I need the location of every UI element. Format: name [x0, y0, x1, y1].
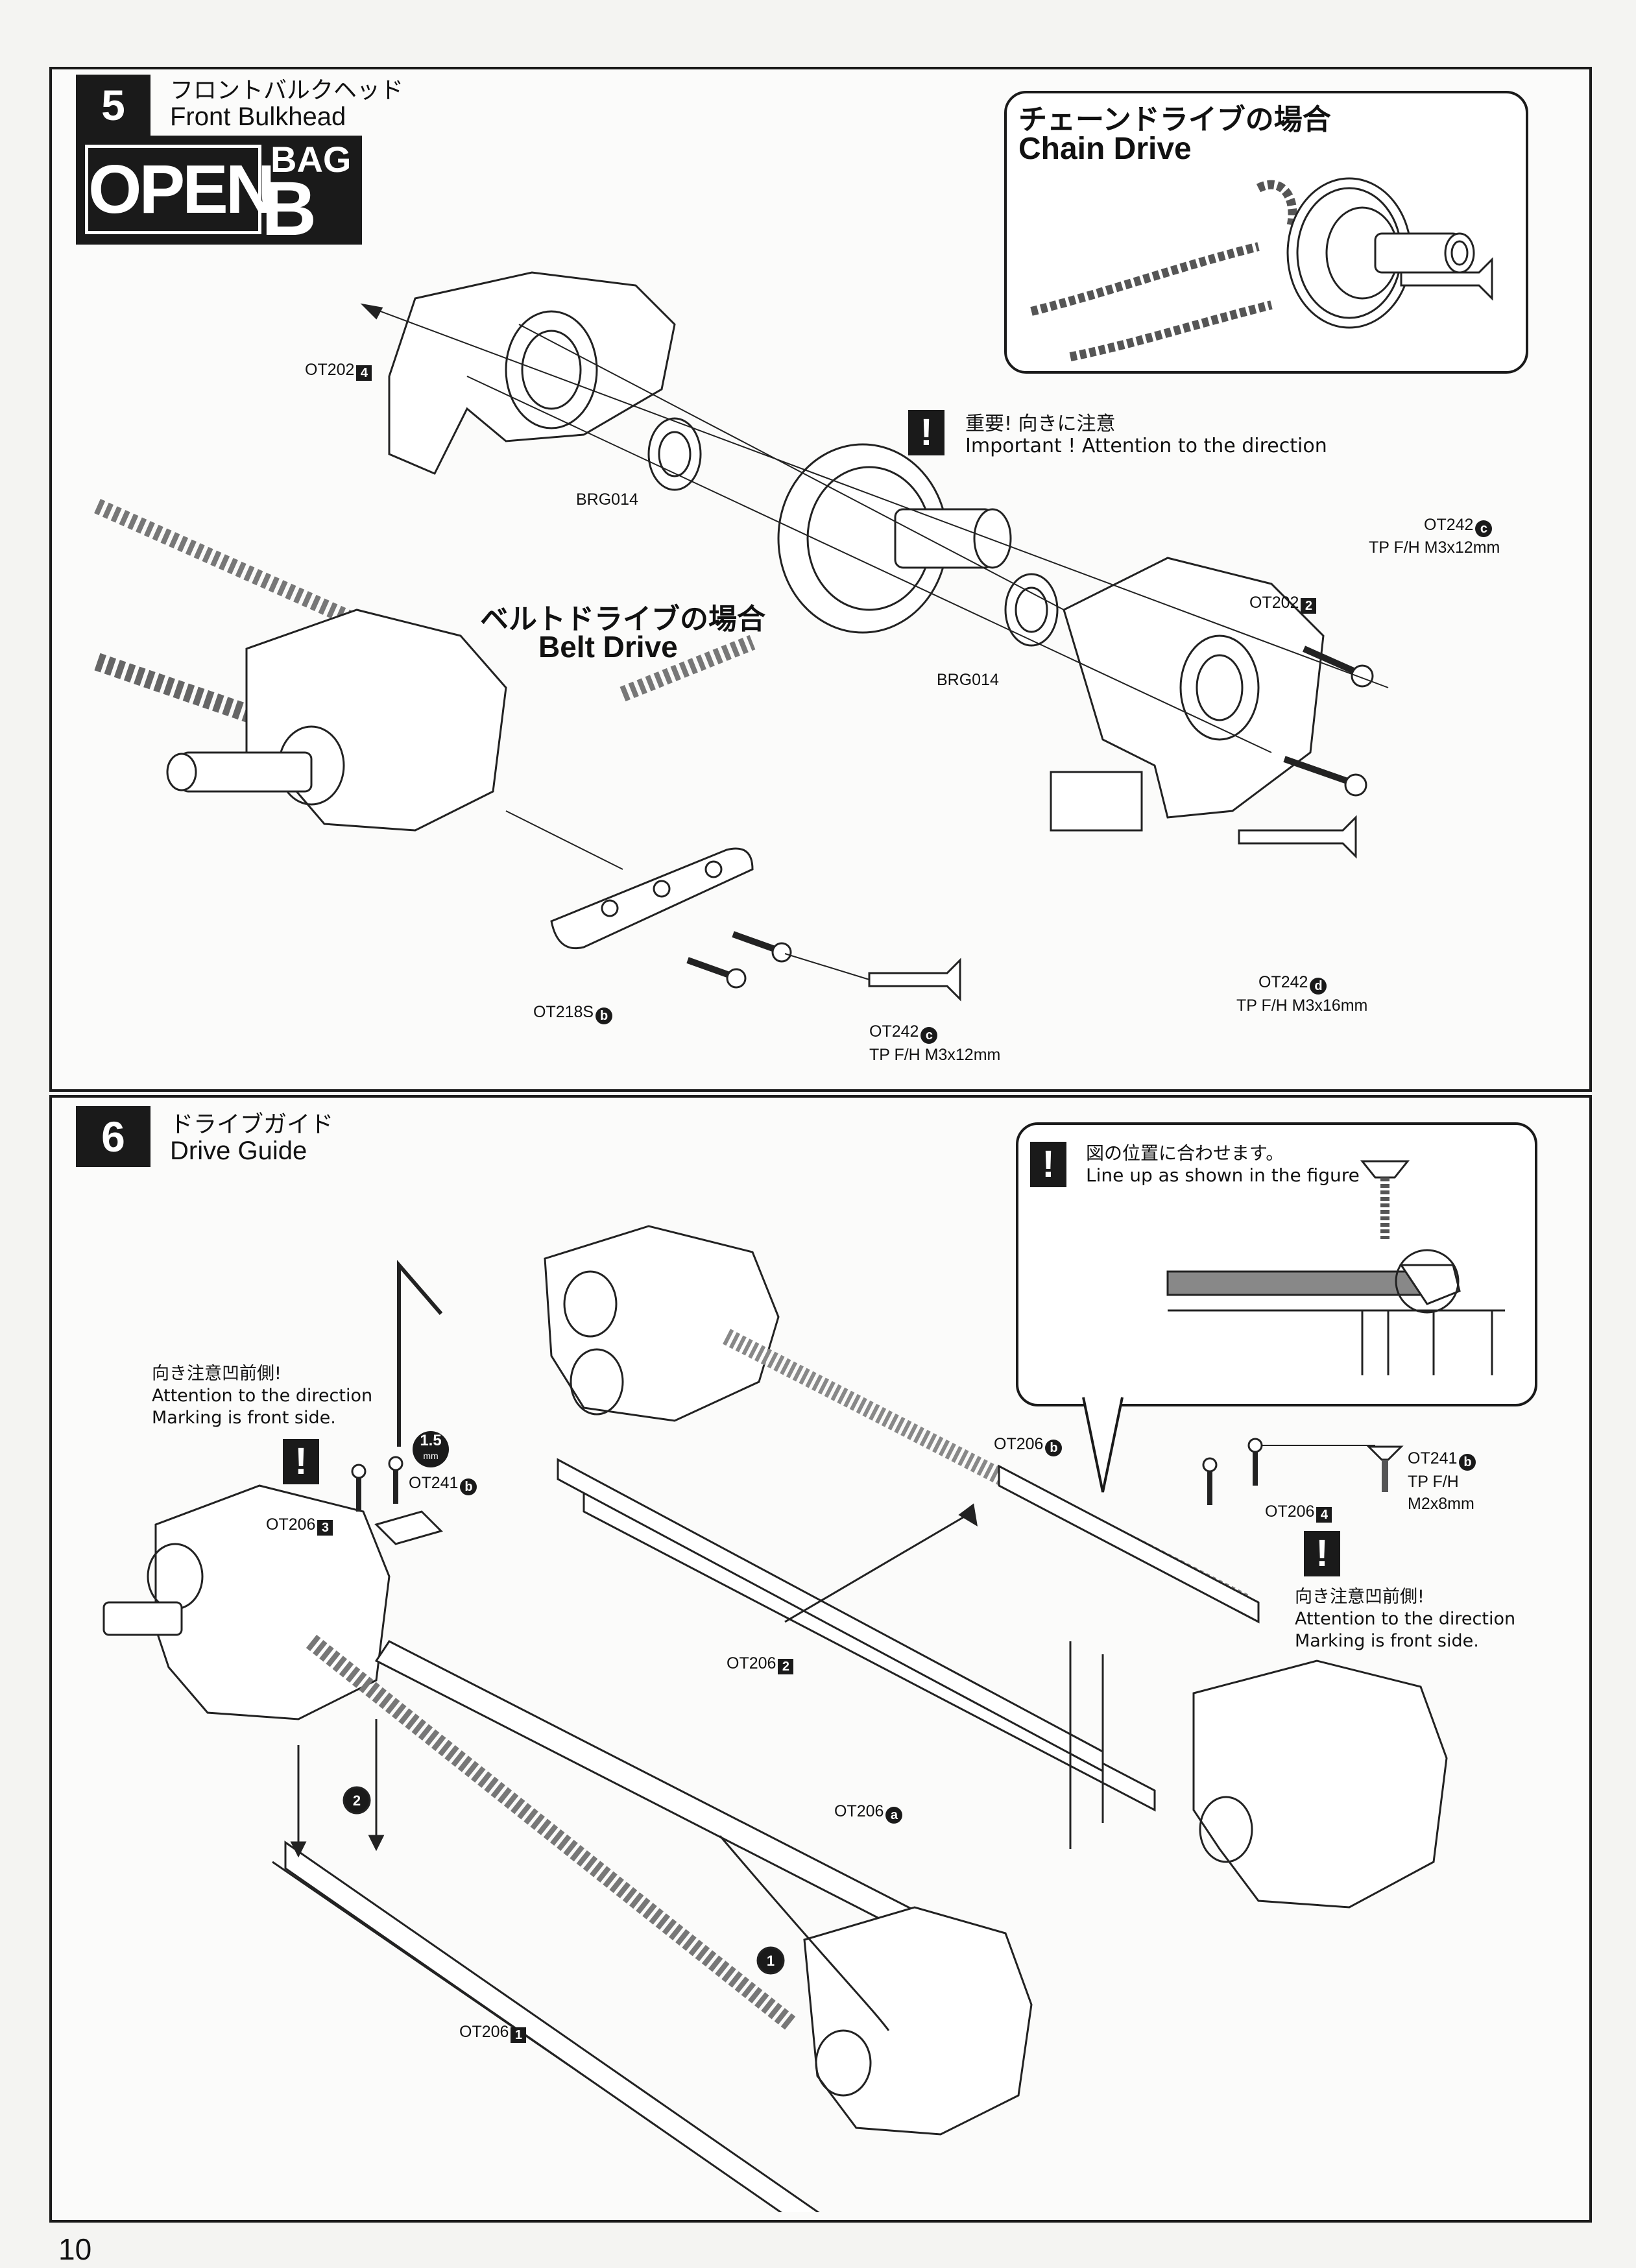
direction-warning-icon-right: ! — [1304, 1531, 1340, 1576]
bag-letter: B — [261, 166, 317, 252]
belt-drive-title-en: Belt Drive — [538, 630, 678, 664]
part-code: OT206 — [727, 1654, 776, 1672]
open-label: OPEN — [85, 145, 275, 234]
page-number: 10 — [58, 2232, 92, 2266]
step6-title-jp: ドライブガイド — [170, 1111, 334, 1138]
part-code: OT242 — [1424, 516, 1474, 534]
step5-number: 5 — [76, 75, 150, 136]
part-label-brg014-a: BRG014 — [576, 490, 638, 509]
part-code: OT206 — [1265, 1502, 1315, 1521]
lineup-note-en: Line up as shown in the figure — [1086, 1164, 1360, 1186]
step6-assembly-illustration: 1 2 — [102, 1225, 1448, 2212]
part-code: OT241 — [1408, 1449, 1458, 1467]
part-desc-ot241-right-1: TP F/H — [1408, 1473, 1459, 1491]
part-code-badge: c — [1475, 520, 1493, 537]
chain-drive-title-jp: チェーンドライブの場合 — [1018, 103, 1331, 136]
chain-drive-callout — [1004, 91, 1528, 374]
chain-drive-illustration — [1030, 177, 1475, 361]
part-code: OT218S — [533, 1003, 594, 1021]
direction-note-left-en2: Marking is front side. — [152, 1408, 336, 1428]
part-code-badge: d — [1310, 978, 1327, 995]
part-desc-ot242-c-bottom: TP F/H M3x12mm — [869, 1046, 1001, 1064]
callout-pointer — [1082, 1397, 1124, 1493]
part-code-badge: b — [460, 1478, 477, 1495]
lineup-detail-illustration — [1166, 1160, 1505, 1375]
step6-number: 6 — [76, 1106, 150, 1167]
part-number-badge: 2 — [1301, 598, 1317, 614]
part-code: OT206 — [459, 2023, 509, 2041]
step5-assembly-illustration — [94, 257, 1493, 1002]
part-code: OT202 — [305, 361, 355, 379]
hex-wrench-size-badge: 1.5 mm — [413, 1431, 449, 1467]
part-code: OT242 — [1258, 973, 1308, 991]
direction-note-left-en1: Attention to the direction — [152, 1386, 373, 1406]
part-number-badge: 3 — [317, 1520, 333, 1536]
chain-drive-title-en: Chain Drive — [1018, 132, 1192, 166]
open-bag-badge: OPEN BAG B — [76, 136, 362, 252]
step5-title-en: Front Bulkhead — [170, 103, 346, 131]
part-code: OT202 — [1249, 594, 1299, 612]
part-code-badge: b — [1045, 1440, 1063, 1456]
part-code-badge: a — [885, 1807, 903, 1824]
part-code: OT242 — [869, 1022, 919, 1041]
part-label-brg014-b: BRG014 — [937, 671, 999, 689]
step5-title-jp: フロントバルクヘッド — [170, 77, 404, 104]
direction-note-right-en2: Marking is front side. — [1295, 1631, 1479, 1651]
part-desc-ot242-c-top: TP F/H M3x12mm — [1369, 538, 1500, 557]
important-note-en: Important ! Attention to the direction — [965, 435, 1327, 457]
important-note-jp: 重要! 向きに注意 — [965, 413, 1116, 435]
important-warning-icon: ! — [908, 410, 944, 455]
part-code-badge: c — [920, 1027, 938, 1044]
step6-title-en: Drive Guide — [170, 1137, 307, 1165]
sequence-marker-1: 1 — [767, 1953, 775, 1969]
direction-note-right-en1: Attention to the direction — [1295, 1609, 1516, 1629]
hex-size: 1.5 — [420, 1432, 442, 1449]
part-code: OT241 — [409, 1474, 459, 1492]
direction-warning-icon-left: ! — [283, 1439, 319, 1484]
part-number-badge: 4 — [1316, 1507, 1332, 1523]
part-code: OT206 — [834, 1802, 884, 1820]
part-number-badge: 4 — [356, 365, 372, 381]
lineup-note-jp: 図の位置に合わせます。 — [1086, 1142, 1284, 1164]
part-code-badge: b — [595, 1007, 613, 1024]
direction-note-left-jp: 向き注意凹前側! — [152, 1364, 282, 1384]
part-desc-ot241-right-2: M2x8mm — [1408, 1495, 1474, 1513]
part-desc-ot242-d: TP F/H M3x16mm — [1236, 996, 1368, 1015]
bag-label: BAG — [271, 139, 352, 180]
part-code: OT206 — [266, 1515, 316, 1534]
belt-drive-title-jp: ベルトドライブの場合 — [480, 603, 765, 636]
hex-unit: mm — [423, 1451, 439, 1461]
lineup-warning-icon: ! — [1030, 1142, 1066, 1187]
part-code-badge: b — [1459, 1454, 1476, 1471]
direction-note-right-jp: 向き注意凹前側! — [1295, 1587, 1425, 1607]
part-number-badge: 2 — [778, 1659, 794, 1674]
part-number-badge: 1 — [511, 2027, 527, 2043]
part-code: OT206 — [994, 1435, 1044, 1453]
sequence-marker-2: 2 — [353, 1792, 361, 1809]
